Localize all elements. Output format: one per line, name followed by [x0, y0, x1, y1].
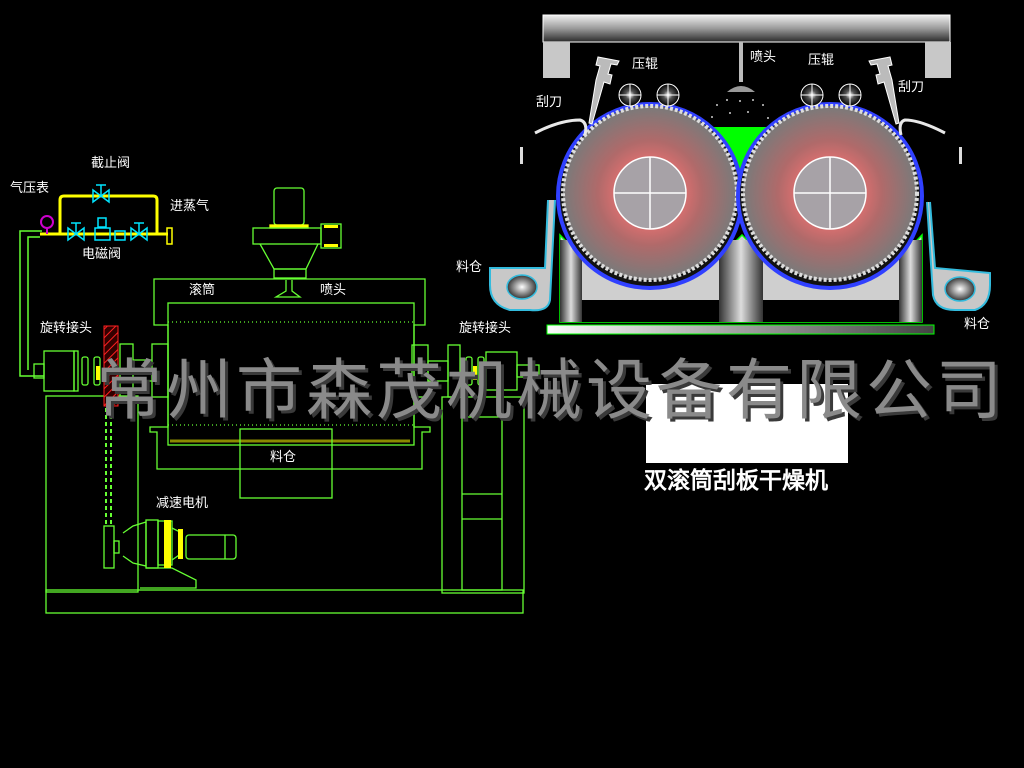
discharge-bin-left — [489, 199, 556, 312]
label-hopper-left: 料仓 — [456, 260, 483, 275]
diagram-title: 双滚筒刮板干燥机 — [644, 468, 828, 494]
label-rotary-joint-right: 旋转接头 — [459, 321, 512, 336]
spray-nozzle-icon — [711, 42, 769, 119]
coupling-motor — [164, 520, 171, 568]
scraper-blade-icons — [520, 56, 962, 164]
label-stop-valve: 截止阀 — [91, 156, 131, 171]
steam-piping — [19, 194, 173, 377]
label-nozzle-schematic: 喷头 — [320, 283, 347, 298]
top-beam — [542, 14, 951, 78]
label-gear-motor: 减速电机 — [156, 496, 209, 511]
press-roll-icons — [618, 83, 862, 107]
drum-left — [556, 102, 744, 290]
pressure-gauge-icon — [40, 215, 54, 234]
label-press-roll-right: 压辊 — [808, 53, 835, 68]
machine-outline — [33, 187, 540, 614]
drive-gear — [103, 325, 119, 407]
drive-chain — [105, 408, 112, 526]
coupling-right — [473, 366, 477, 380]
label-steam-inlet: 进蒸气 — [170, 199, 210, 214]
drum-right — [736, 102, 924, 290]
label-hopper-right: 料仓 — [964, 317, 991, 332]
caption-panel — [646, 384, 848, 463]
label-pressure-gauge: 气压表 — [10, 181, 50, 196]
coupling-motor-2 — [178, 529, 183, 559]
label-press-roll-left: 压辊 — [632, 57, 659, 72]
label-nozzle-section: 喷头 — [750, 50, 777, 65]
label-drum: 滚筒 — [189, 283, 216, 298]
label-hopper-schematic: 料仓 — [270, 450, 297, 465]
discharge-bin-right — [926, 201, 991, 311]
label-scraper-left: 刮刀 — [536, 95, 563, 110]
label-scraper-right: 刮刀 — [898, 80, 925, 95]
solenoid-valve-group-icon — [67, 217, 148, 242]
support-frame — [546, 233, 935, 335]
label-solenoid-valve: 电磁阀 — [82, 247, 122, 262]
company-watermark: 常州市森茂机械设备有限公司 — [96, 352, 1006, 429]
coupling-left — [96, 366, 100, 380]
label-rotary-joint-left: 旋转接头 — [40, 321, 93, 336]
stop-valve-icon — [92, 184, 110, 204]
